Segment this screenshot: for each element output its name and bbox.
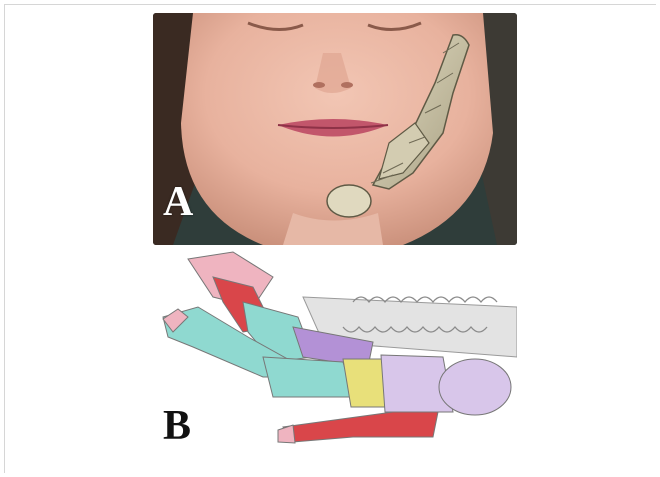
homunculus-head [327, 185, 371, 217]
body-map-head [439, 359, 511, 415]
face-photo-illustration [153, 13, 517, 245]
body-map-illustration [153, 247, 517, 457]
panel-a-photo: A [153, 13, 517, 245]
left-nostril [313, 82, 325, 88]
panel-label-a: A [163, 181, 193, 223]
panel-b-illustration: B [153, 247, 517, 457]
panel-label-b: B [163, 405, 191, 447]
right-nostril [341, 82, 353, 88]
